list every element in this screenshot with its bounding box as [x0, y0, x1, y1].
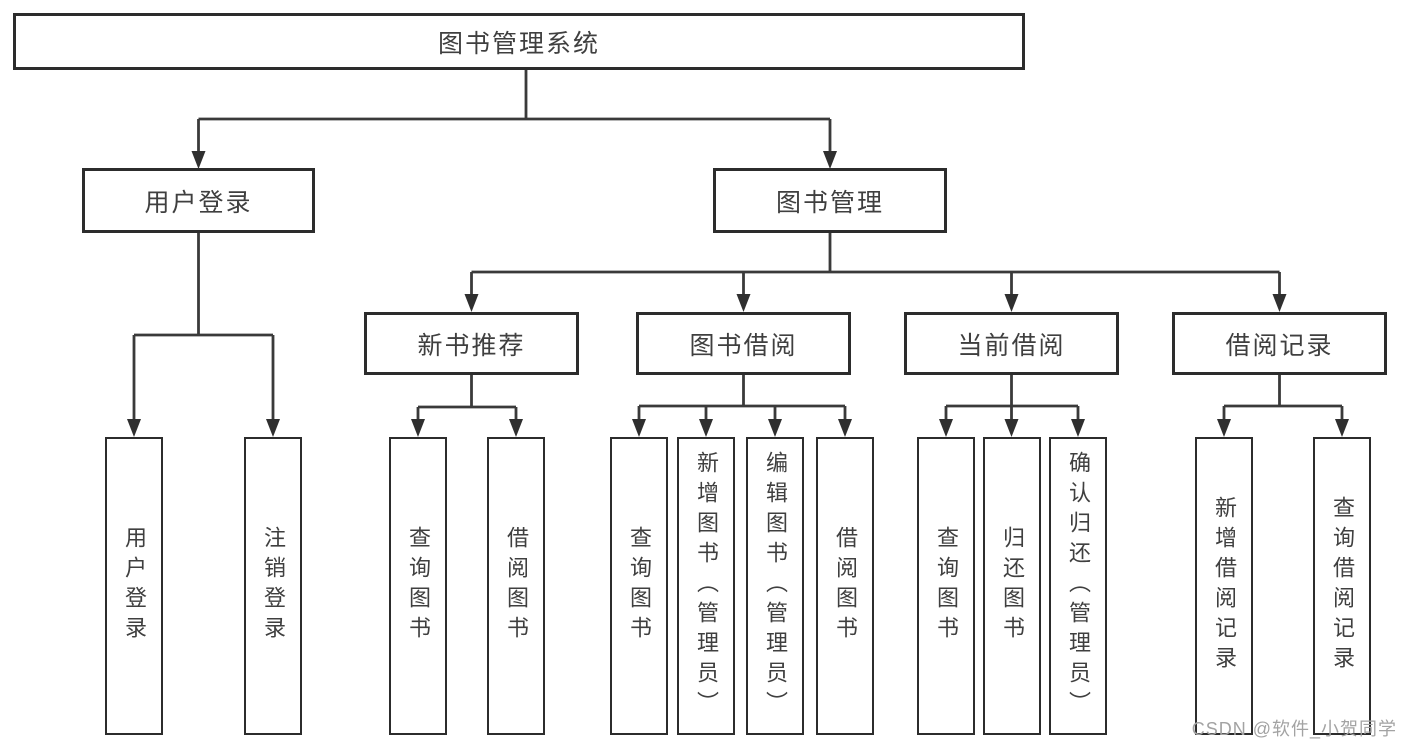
node-user-login: 用户登录: [82, 168, 315, 233]
leaf-label: 注销登录: [261, 526, 286, 646]
leaf-label: 查询图书: [627, 526, 652, 646]
leaf-label: 用户登录: [122, 526, 147, 646]
leaf-edit-book-admin: 编辑图书（管理员）: [746, 437, 804, 735]
leaf-borrow-book-1: 借阅图书: [487, 437, 545, 735]
node-borrow-records: 借阅记录: [1172, 312, 1387, 375]
leaf-user-login: 用户登录: [105, 437, 163, 735]
arrow-down-icons: [127, 151, 1349, 437]
leaf-label: 借阅图书: [504, 526, 529, 646]
leaf-query-book-2: 查询图书: [610, 437, 668, 735]
leaf-add-borrow-record: 新增借阅记录: [1195, 437, 1253, 735]
leaf-logout: 注销登录: [244, 437, 302, 735]
leaf-borrow-book-2: 借阅图书: [816, 437, 874, 735]
leaf-label: 查询图书: [934, 526, 959, 646]
leaf-query-book-1: 查询图书: [389, 437, 447, 735]
leaf-confirm-return-admin: 确认归还（管理员）: [1049, 437, 1107, 735]
node-book-management: 图书管理: [713, 168, 947, 233]
leaf-label: 确认归还（管理员）: [1066, 451, 1091, 721]
leaf-query-borrow-record: 查询借阅记录: [1313, 437, 1371, 735]
node-book-borrow: 图书借阅: [636, 312, 851, 375]
leaf-label: 编辑图书（管理员）: [763, 451, 788, 721]
watermark: CSDN @软件_小贺同学: [1191, 719, 1397, 739]
leaf-query-book-3: 查询图书: [917, 437, 975, 735]
leaf-label: 新增图书（管理员）: [694, 451, 719, 721]
node-current-borrow: 当前借阅: [904, 312, 1119, 375]
leaf-label: 借阅图书: [833, 526, 858, 646]
node-new-book-recommend: 新书推荐: [364, 312, 579, 375]
leaf-label: 归还图书: [1000, 526, 1025, 646]
leaf-return-book: 归还图书: [983, 437, 1041, 735]
leaf-label: 新增借阅记录: [1212, 496, 1237, 676]
leaf-label: 查询借阅记录: [1330, 496, 1355, 676]
leaf-add-book-admin: 新增图书（管理员）: [677, 437, 735, 735]
leaf-label: 查询图书: [406, 526, 431, 646]
node-library-management-system: 图书管理系统: [13, 13, 1025, 70]
